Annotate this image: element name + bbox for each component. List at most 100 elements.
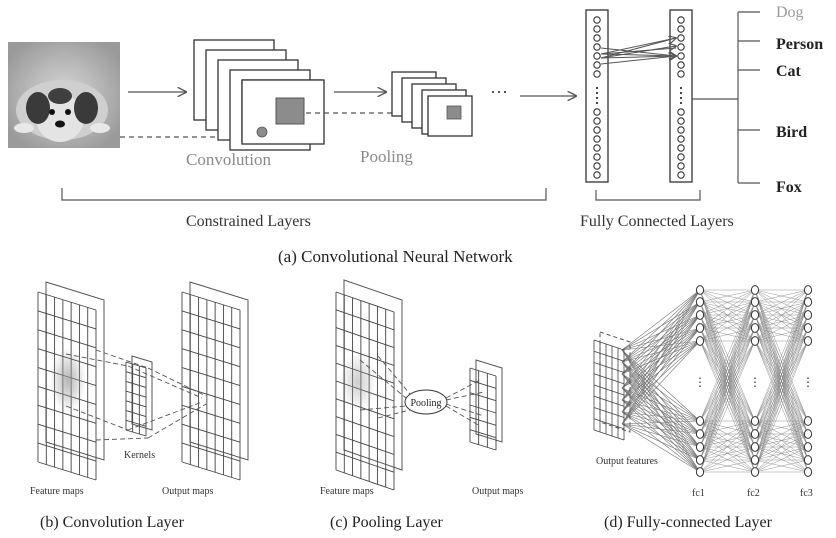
fc-neuron [803,336,813,346]
fc-neuron [803,455,813,465]
fc-edge [621,289,701,389]
fc-edge [699,289,756,473]
fc-edge [621,301,701,425]
grid-line [593,339,625,351]
fc-ellipsis-dot [595,86,599,90]
fc-edge [754,289,809,329]
dashed-link [377,409,411,419]
fc-edge [754,289,809,342]
fc-edge [699,289,756,448]
fc-edge [699,446,756,473]
fc-neuron [803,310,813,320]
output-maps-label-b: Output maps [162,486,213,497]
grid-line [335,469,395,491]
fc-edge [754,301,809,342]
fc-neuron [593,16,601,24]
class-label-bird: Bird [776,124,807,141]
fc-edge [621,327,701,425]
fc-neuron [593,61,601,69]
grid-line [125,410,147,418]
fc-edge [699,301,756,329]
caption-d: (d) Fully-connected Layer [604,514,773,531]
grid-line [181,348,241,368]
fc-neuron [750,336,760,346]
fc-edge [621,301,701,375]
grid-line [335,416,395,438]
fc-edge [699,289,756,422]
fc-neuron [695,310,705,320]
dashed-link [359,359,407,399]
fc-edges [621,289,809,473]
caption-a: (a) Convolutional Neural Network [278,247,513,266]
fc-edge [699,301,756,316]
panel-a: Convolution Pooling ··· [8,4,823,266]
fc-nodes-1 [593,16,601,179]
fc-neuron [677,16,685,24]
fc3-label: fc3 [800,488,813,499]
fc-edge [621,399,701,461]
grid-line [125,419,147,427]
dashed-link [377,355,411,395]
fc2-ellipsis: ⋮ [749,375,761,389]
fc-neuron [750,442,760,452]
fc-edge [621,423,701,435]
dashed-link [127,365,203,399]
fc-neuron [803,429,813,439]
fc-neuron [593,144,601,152]
fc-edge [621,411,701,461]
output-maps-grid-back-c [475,359,503,443]
fc-neuron [695,455,705,465]
fc-ellipsis-dot [679,96,683,100]
fc-neuron [677,43,685,51]
fc-nodes-2 [677,16,685,179]
fc-connection [600,56,676,58]
fc-neuron [750,310,760,320]
grid-line [125,400,147,408]
fc-ellipsis-dot [595,96,599,100]
fc-neuron [593,171,601,179]
fc-neuron [750,429,760,439]
fc-edge [754,301,809,329]
class-label-person: Person [776,36,823,53]
fc-edge [699,289,756,329]
grid-line [37,461,97,481]
panel-b: Feature maps Kernels Output maps (b) Con… [30,281,249,531]
fc-edge [699,289,756,461]
fc-edge [699,420,756,473]
dashed-link [65,353,129,367]
fc-edge [621,340,701,401]
fc-ellipsis-dot [679,91,683,95]
grid-line [181,404,241,424]
panel-d: ⋮ ⋮ ⋮ Output features fc1 fc2 fc3 (d) Fu… [593,285,814,531]
fc-edge [754,459,809,473]
fc-neuron [593,108,601,116]
fc-edge [699,289,756,435]
fc-edge [699,301,756,473]
fc-edge [621,289,701,401]
fc-edge [699,314,756,473]
fc-neuron [593,126,601,134]
fc-neuron [695,297,705,307]
fc-edge [754,289,809,448]
fc-edge [621,420,701,425]
fc-edge [754,301,809,473]
ellipsis-label: ··· [490,82,508,102]
grid-line [181,423,241,443]
grid-line [335,309,395,331]
grid-line [593,395,625,407]
fc-neuron [803,285,813,295]
fc-edge [699,433,756,461]
map-outline [475,359,503,443]
fc-edge [754,433,809,473]
kernels-label: Kernels [124,450,155,461]
grid-line [469,404,497,414]
fc-neuron [593,25,601,33]
fc-edge [699,289,756,316]
class-label-dog: Dog [776,4,804,21]
fc-edge [754,446,809,473]
fc-neuron [593,153,601,161]
grid-line [593,362,625,373]
grid-line [469,429,497,439]
grid-line [335,451,395,473]
fc-neuron [677,153,685,161]
